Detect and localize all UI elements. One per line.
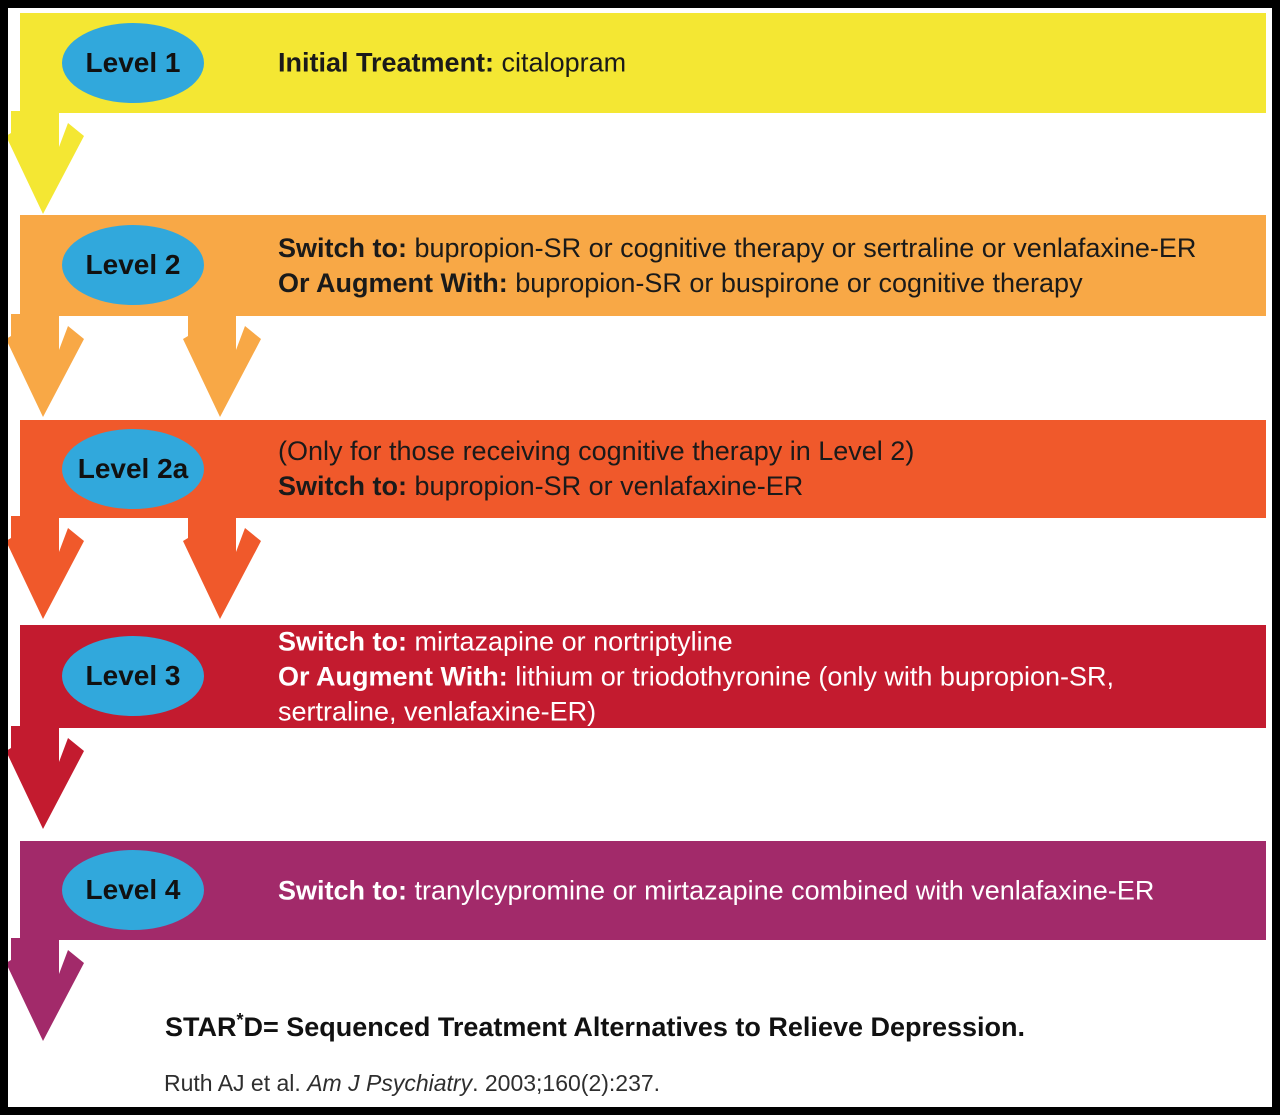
text-line: Switch to: bupropion-SR or venlafaxine-E… <box>278 469 1250 504</box>
text-line: Or Augment With: bupropion-SR or buspiro… <box>278 266 1250 301</box>
level2-text: Switch to: bupropion-SR or cognitive the… <box>278 231 1250 301</box>
level3-band: Switch to: mirtazapine or nortriptyline … <box>20 625 1266 728</box>
text-line: Switch to: bupropion-SR or cognitive the… <box>278 231 1250 266</box>
level4-label: Level 4 <box>85 874 181 905</box>
level2a-band: (Only for those receiving cognitive ther… <box>20 420 1266 518</box>
text-segment: lithium or triodothyronine (only with bu… <box>507 661 1115 691</box>
text-line: Switch to: tranylcypromine or mirtazapin… <box>278 873 1250 908</box>
level1-band: Initial Treatment: citalopram <box>20 13 1266 113</box>
level2a-down-arrow-right-icon <box>183 516 261 619</box>
text-line: Switch to: mirtazapine or nortriptyline <box>278 624 1250 659</box>
level2a-text: (Only for those receiving cognitive ther… <box>278 434 1250 504</box>
level3-down-arrow-icon <box>6 726 84 829</box>
citation-journal: Am J Psychiatry <box>307 1070 473 1096</box>
text-segment: bupropion-SR or venlafaxine-ER <box>407 471 804 501</box>
level4-badge: Level 4 <box>62 850 204 930</box>
bold-segment: Switch to: <box>278 471 407 501</box>
acronym-rest: D= Sequenced Treatment Alternatives to R… <box>243 1012 1026 1042</box>
level3-badge: Level 3 <box>62 636 204 716</box>
text-segment: tranylcypromine or mirtazapine combined … <box>407 875 1155 905</box>
level2-down-arrow-right-icon <box>183 314 261 417</box>
level1-down-arrow-icon <box>6 111 84 214</box>
level4-text: Switch to: tranylcypromine or mirtazapin… <box>278 873 1250 908</box>
level2a-down-arrow-left-icon <box>6 516 84 619</box>
text-segment: bupropion-SR or cognitive therapy or ser… <box>407 232 1197 263</box>
text-line: Or Augment With: lithium or triodothyron… <box>278 659 1250 694</box>
text-line: sertraline, venlafaxine-ER) <box>278 694 1250 729</box>
level3-text: Switch to: mirtazapine or nortriptyline … <box>278 624 1250 729</box>
acronym-asterisk: * <box>236 1010 244 1030</box>
text-segment: (Only for those receiving cognitive ther… <box>278 436 915 466</box>
level3-label: Level 3 <box>85 660 181 691</box>
citation-volume: . 2003;160(2):237. <box>472 1070 661 1096</box>
footer-acronym-definition: STAR*D= Sequenced Treatment Alternatives… <box>165 1010 1025 1043</box>
level2-down-arrow-left-icon <box>6 314 84 417</box>
acronym-prefix: STAR <box>165 1012 237 1042</box>
text-segment: bupropion-SR or buspirone or cognitive t… <box>507 267 1083 298</box>
level1-badge: Level 1 <box>62 23 204 103</box>
level2a-badge: Level 2a <box>62 429 204 509</box>
level2-band: Switch to: bupropion-SR or cognitive the… <box>20 215 1266 316</box>
bold-segment: Switch to: <box>278 232 407 263</box>
level4-band: Switch to: tranylcypromine or mirtazapin… <box>20 841 1266 940</box>
level4-down-arrow-icon <box>6 938 84 1041</box>
bold-segment: Or Augment With: <box>278 661 508 691</box>
level1-text: Initial Treatment: citalopram <box>278 46 1250 81</box>
bold-segment: Switch to: <box>278 626 407 656</box>
text-line: Initial Treatment: citalopram <box>278 46 1250 81</box>
level2-badge: Level 2 <box>62 225 204 305</box>
text-segment: citalopram <box>494 47 627 78</box>
level2a-label: Level 2a <box>77 453 189 484</box>
citation-authors: Ruth AJ et al. <box>164 1070 308 1096</box>
level1-label: Level 1 <box>85 47 181 78</box>
bold-segment: Or Augment With: <box>278 267 508 298</box>
level2-label: Level 2 <box>85 249 181 280</box>
bold-segment: Switch to: <box>278 875 407 905</box>
bold-segment: Initial Treatment: <box>278 47 495 78</box>
text-segment: mirtazapine or nortriptyline <box>407 626 733 656</box>
footer-citation: Ruth AJ et al. Am J Psychiatry. 2003;160… <box>164 1070 660 1097</box>
text-segment: sertraline, venlafaxine-ER) <box>278 696 597 726</box>
text-line: (Only for those receiving cognitive ther… <box>278 434 1250 469</box>
